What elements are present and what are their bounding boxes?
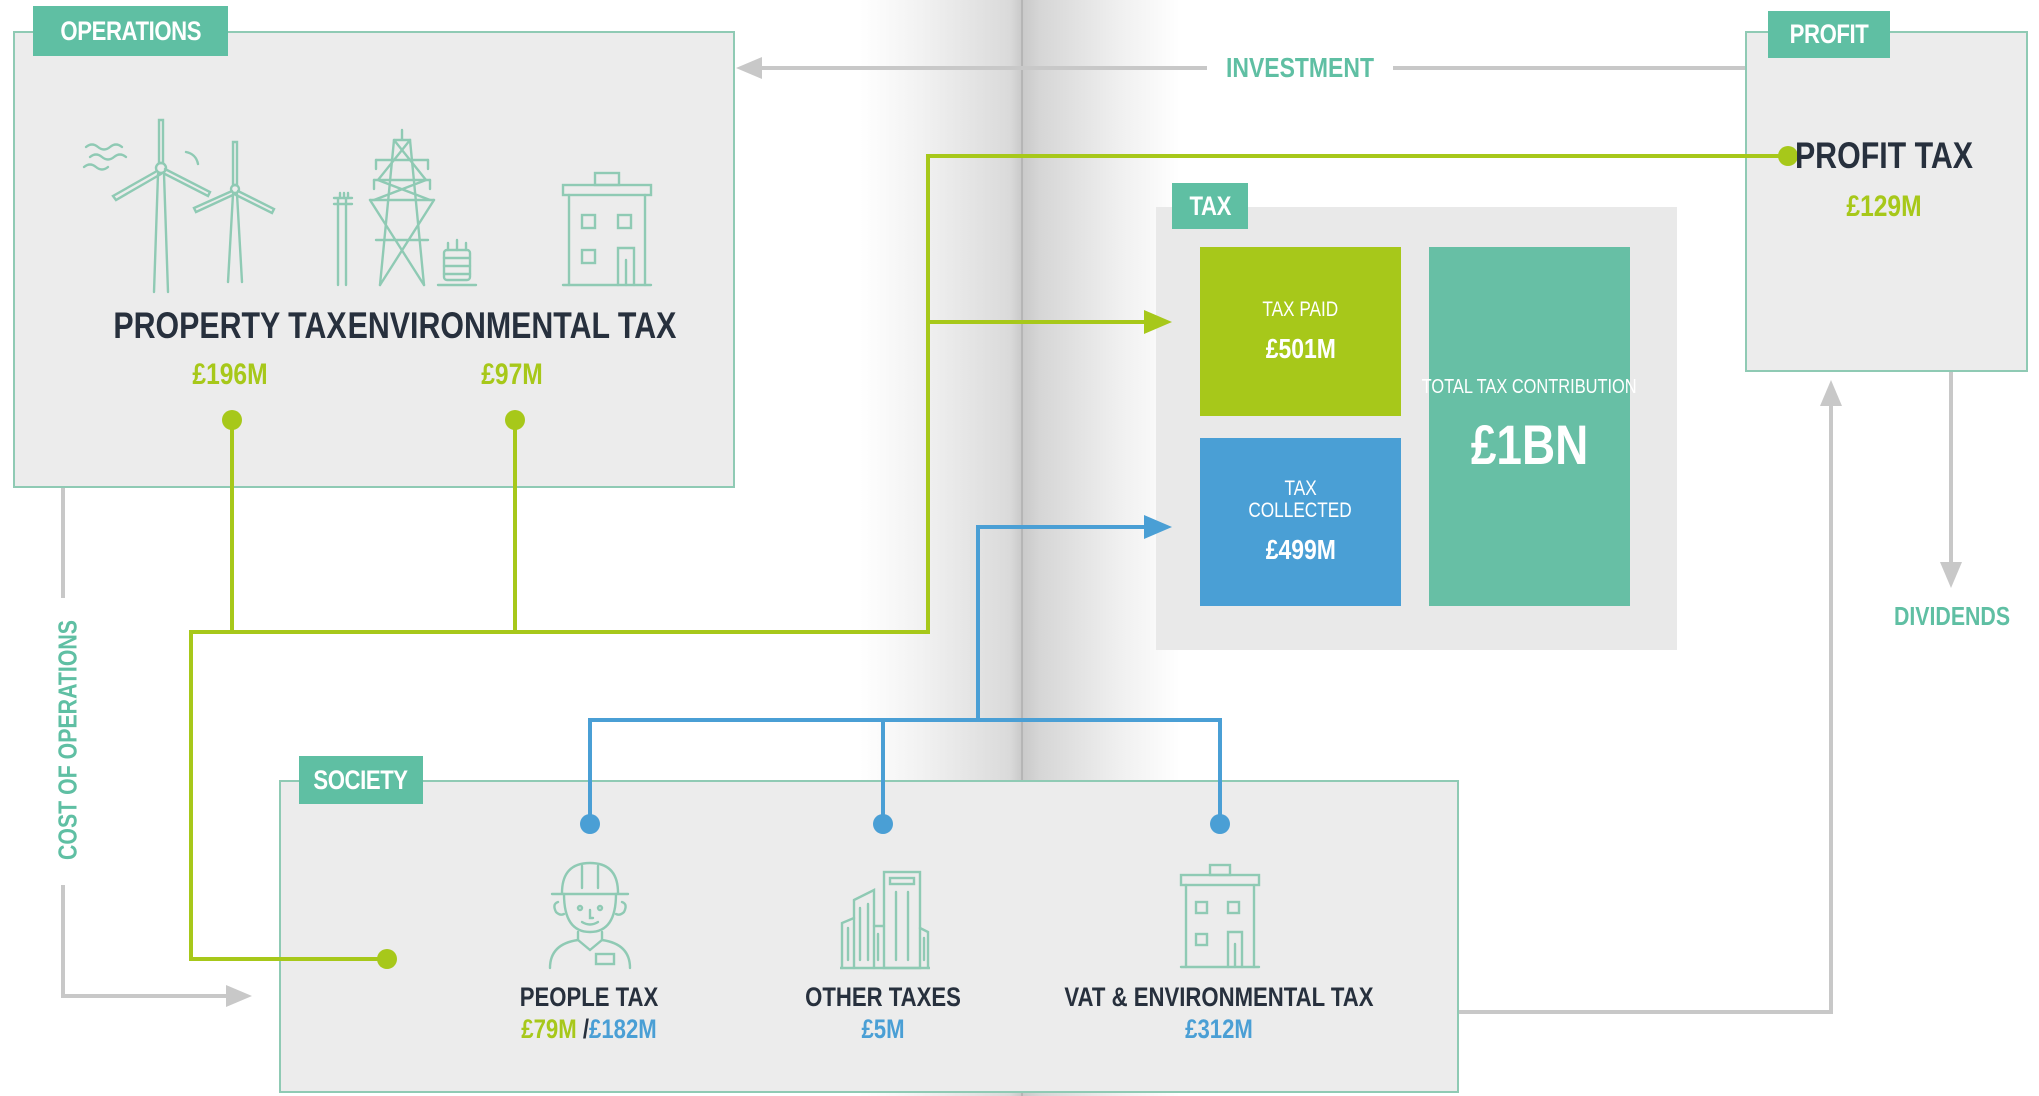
- operations-box: [13, 31, 735, 488]
- people-tax-collected-value: £182M: [589, 1014, 657, 1044]
- tax-collected-value: £499M: [1265, 534, 1336, 565]
- wind-turbine-icon: [82, 118, 276, 294]
- blue-arrowheads-and-dots: [580, 515, 1230, 834]
- green-arrowheads-and-dots: [222, 146, 1798, 969]
- profit-tax-label: PROFIT TAX: [1794, 135, 1974, 176]
- tax-paid-value: £501M: [1265, 332, 1336, 364]
- blue-flow-lines: [588, 525, 1222, 823]
- worker-icon: [548, 861, 632, 970]
- people-tax-label: PEOPLE TAX: [519, 982, 659, 1012]
- other-taxes-value: £5M: [861, 1014, 905, 1044]
- total-tax-value: £1BN: [1470, 413, 1589, 476]
- people-tax-separator: /: [582, 1014, 590, 1044]
- tax-collected-label-line2: COLLECTED: [1248, 499, 1353, 522]
- tax-tab-label: TAX: [1189, 190, 1231, 221]
- investment-label: INVESTMENT: [1226, 52, 1374, 83]
- cost-of-operations-label: COST OF OPERATIONS: [52, 619, 83, 861]
- property-tax-value: £196M: [192, 358, 268, 391]
- operations-tab: OPERATIONS: [33, 6, 228, 56]
- city-icon: [840, 870, 930, 970]
- grey-flow-lines: [61, 66, 1953, 1014]
- environmental-tax-label: ENVIRONMENTAL TAX: [347, 305, 677, 346]
- vat-tax-value: £312M: [1185, 1014, 1253, 1044]
- tax-collected-tile: TAX COLLECTED £499M: [1200, 438, 1401, 606]
- society-tab-label: SOCIETY: [313, 764, 409, 795]
- total-tax-label: TOTAL TAX CONTRIBUTION: [1421, 376, 1638, 398]
- dividends-label: DIVIDENDS: [1893, 601, 2011, 631]
- profit-tax-value: £129M: [1846, 190, 1922, 223]
- total-tax-tile: TOTAL TAX CONTRIBUTION £1BN: [1422, 247, 1637, 606]
- tax-paid-tile: TAX PAID £501M: [1200, 247, 1401, 416]
- society-tab: SOCIETY: [299, 756, 423, 804]
- people-tax-values: £79M /£182M: [506, 1014, 671, 1045]
- environmental-tax-value: £97M: [481, 358, 543, 391]
- profit-tab: PROFIT: [1768, 11, 1890, 58]
- green-flow-lines: [189, 154, 1788, 961]
- people-tax-paid-value: £79M: [521, 1014, 577, 1044]
- building-icon: [561, 171, 653, 287]
- pylon-icon: [332, 128, 478, 287]
- profit-tab-label: PROFIT: [1789, 19, 1869, 49]
- grey-arrowheads: [226, 57, 1962, 1007]
- tax-collected-label-line1: TAX: [1284, 477, 1317, 500]
- other-taxes-label: OTHER TAXES: [805, 982, 961, 1012]
- building-icon: [1179, 863, 1261, 969]
- profit-box: [1745, 31, 2028, 372]
- operations-tab-label: OPERATIONS: [60, 15, 201, 46]
- tax-tab: TAX: [1172, 183, 1248, 229]
- property-tax-label: PROPERTY TAX: [113, 305, 347, 346]
- page-spine: [1021, 0, 1023, 1096]
- tax-paid-label: TAX PAID: [1262, 297, 1339, 321]
- vat-tax-label: VAT & ENVIRONMENTAL TAX: [1064, 982, 1374, 1012]
